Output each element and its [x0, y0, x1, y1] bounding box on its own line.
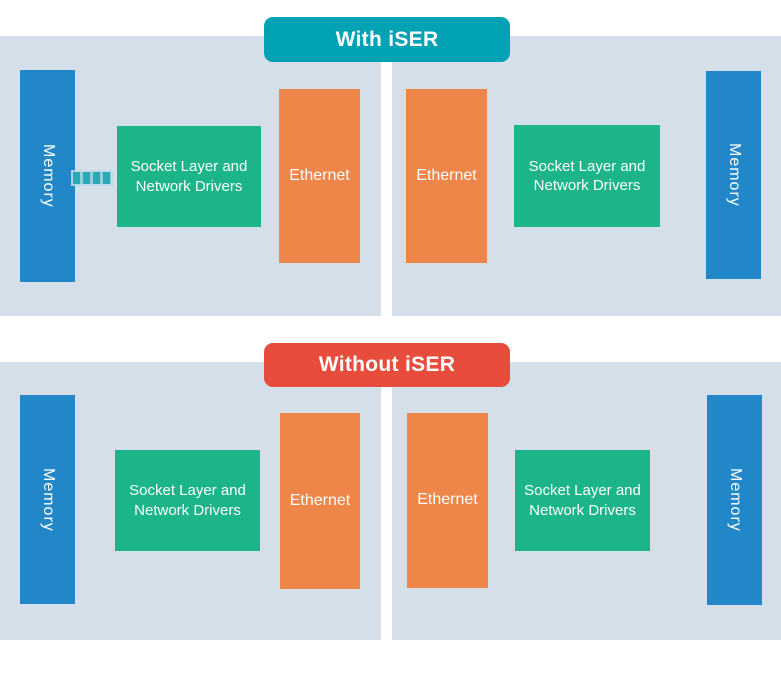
ethernet-block: Ethernet: [280, 413, 360, 589]
socket-layer-label: Socket Layer and Network Drivers: [129, 482, 246, 519]
socket-layer-block: Socket Layer and Network Drivers: [514, 125, 660, 227]
with-iser-badge: With iSER: [264, 17, 510, 62]
memory-label: Memory: [725, 143, 743, 207]
memory-block: Memory: [707, 395, 762, 605]
ethernet-label: Ethernet: [417, 491, 478, 509]
ethernet-label: Ethernet: [289, 166, 350, 184]
memory-block: Memory: [706, 71, 761, 279]
socket-layer-label: Socket Layer and Network Drivers: [130, 158, 248, 195]
memory-label: Memory: [726, 468, 744, 532]
ethernet-block: Ethernet: [406, 89, 487, 263]
socket-layer-block: Socket Layer and Network Drivers: [515, 450, 650, 551]
ethernet-block: Ethernet: [407, 413, 488, 588]
socket-layer-block: Socket Layer and Network Drivers: [115, 450, 260, 551]
memory-block: Memory: [20, 395, 75, 604]
without-iser-badge-label: Without iSER: [318, 353, 456, 376]
ethernet-block: Ethernet: [279, 89, 360, 263]
without-iser-badge: Without iSER: [264, 343, 510, 387]
ethernet-label: Ethernet: [289, 491, 351, 509]
memory-block: Memory: [20, 70, 75, 282]
memory-label: Memory: [39, 467, 57, 532]
ethernet-label: Ethernet: [416, 166, 477, 184]
memory-dashed-connector: [71, 170, 113, 186]
memory-label: Memory: [39, 144, 57, 208]
socket-layer-label: Socket Layer and Network Drivers: [524, 482, 641, 519]
socket-layer-label: Socket Layer and Network Drivers: [528, 157, 646, 195]
with-iser-badge-label: With iSER: [335, 27, 439, 51]
socket-layer-block: Socket Layer and Network Drivers: [117, 126, 261, 227]
